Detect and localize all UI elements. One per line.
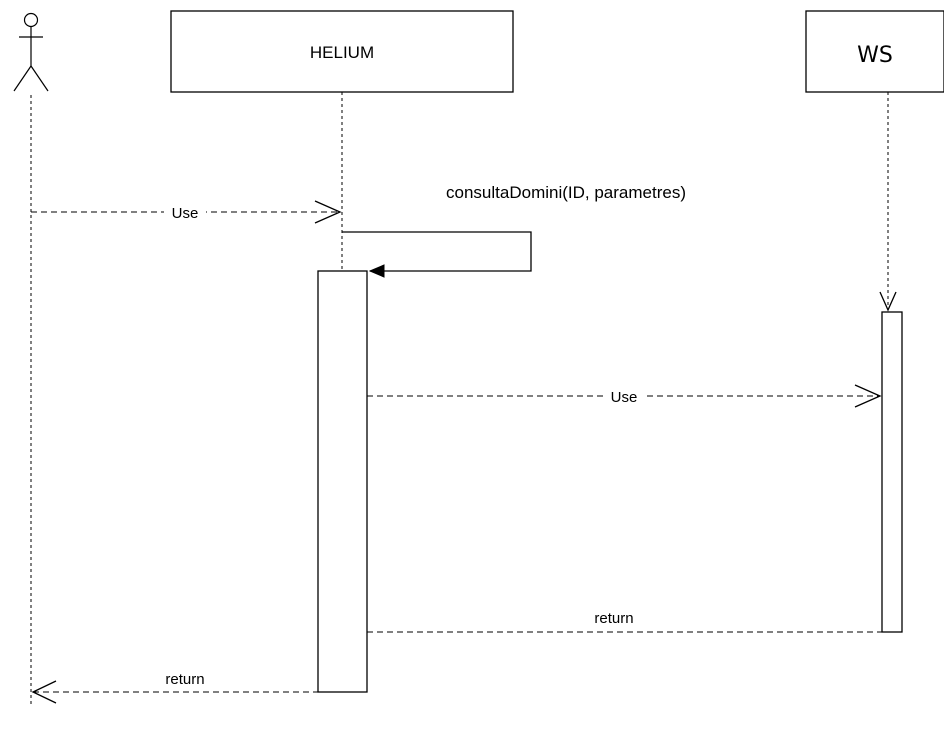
use-message-label-1: Use xyxy=(172,205,199,222)
helium-activation-bar xyxy=(317,270,368,693)
consulta-domini-label: consultaDomini(ID, parametres) xyxy=(446,183,686,202)
open-arrowhead xyxy=(31,680,57,704)
filled-arrowhead xyxy=(368,264,385,278)
use-message-label-2: Use xyxy=(611,389,638,406)
ws-activation-bar xyxy=(881,311,903,633)
open-arrowhead xyxy=(314,200,342,224)
actor-icon xyxy=(13,12,49,92)
ws-participant-box[interactable] xyxy=(805,10,944,93)
ws-participant-label: WS xyxy=(857,43,893,68)
return-message-label-1: return xyxy=(594,610,633,627)
self-call-line xyxy=(342,231,532,272)
helium-participant-box[interactable] xyxy=(170,10,514,93)
open-arrowhead xyxy=(879,291,897,312)
helium-participant-label: HELIUM xyxy=(310,43,374,62)
return-message-label-2: return xyxy=(165,671,204,688)
open-arrowhead xyxy=(854,384,882,408)
